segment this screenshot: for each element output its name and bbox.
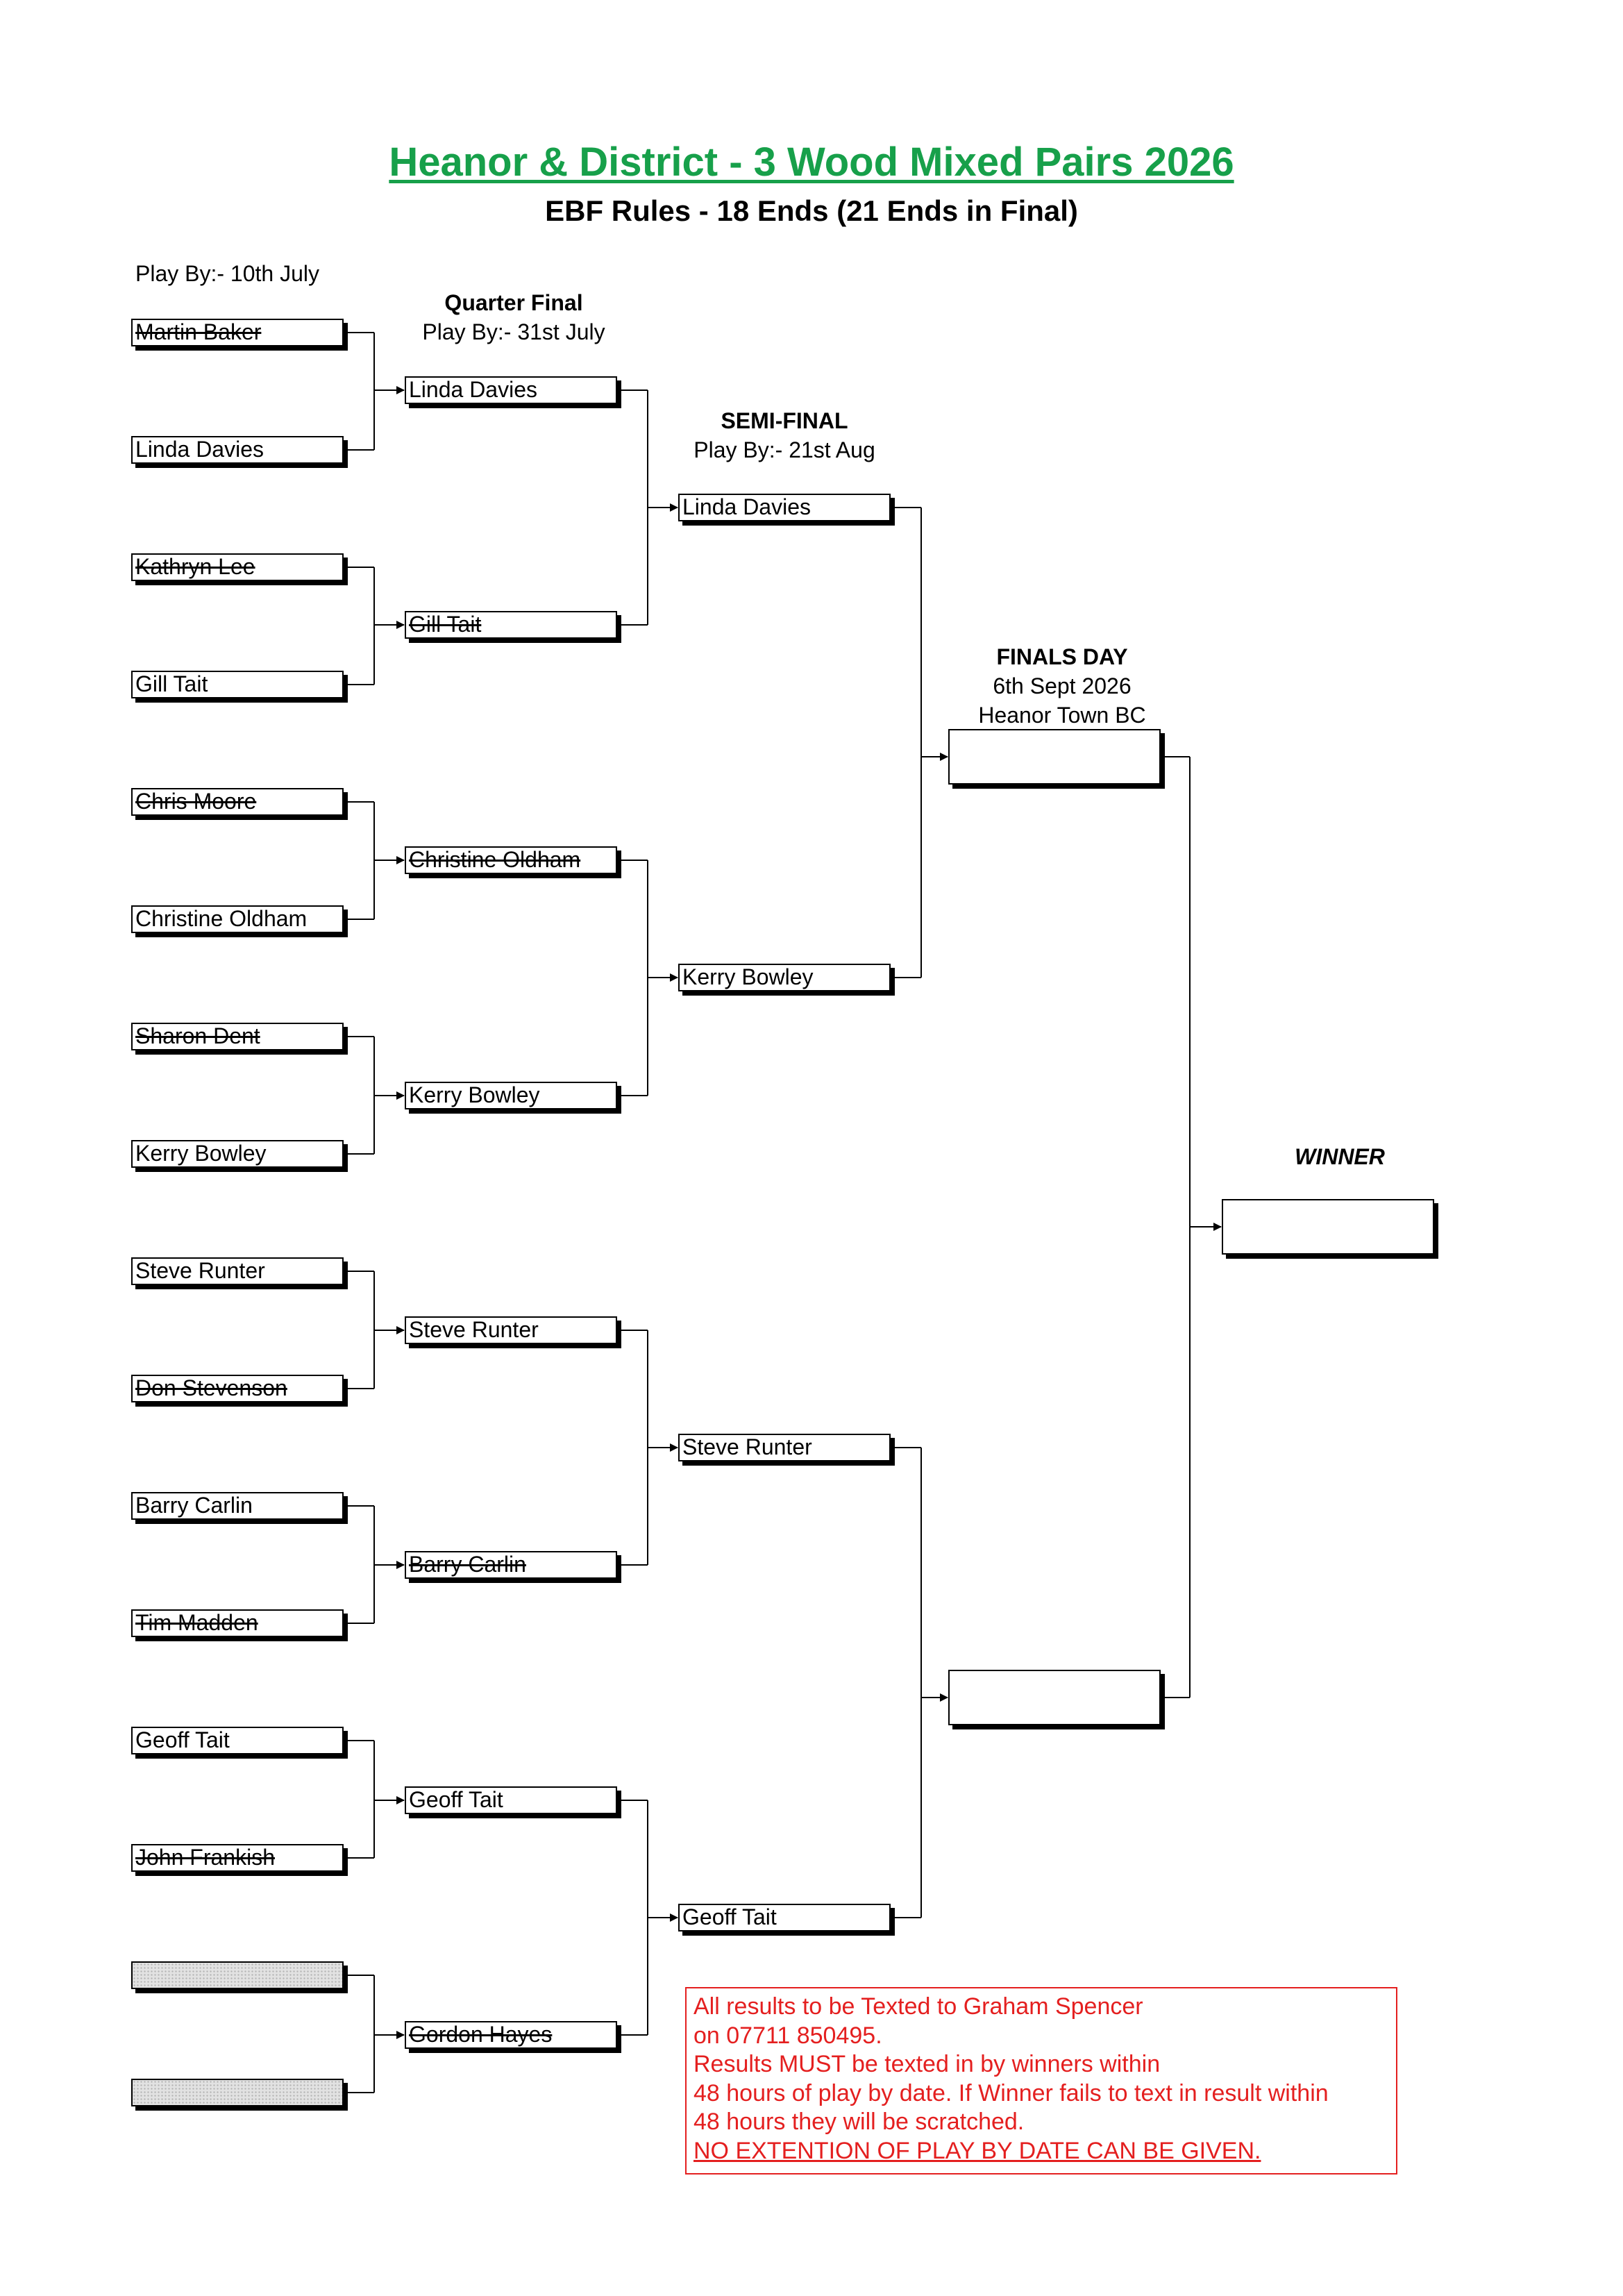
quarter-final-player: Gill Tait (405, 611, 617, 639)
bracket-connector (348, 1271, 375, 1389)
bracket-connector (348, 1740, 375, 1859)
semi-final-player: Geoff Tait (678, 1904, 891, 1932)
bracket-connector (895, 507, 922, 978)
semi-final-player: Kerry Bowley (678, 964, 891, 991)
bracket-connector (621, 1330, 648, 1566)
round1-player: Geoff Tait (131, 1727, 344, 1754)
finalist-slot (948, 1670, 1161, 1725)
round1-player: Linda Davies (131, 436, 344, 464)
round1-player: Tim Madden (131, 1609, 344, 1637)
quarter-final-player: Christine Oldham (405, 846, 617, 874)
round1-player: Steve Runter (131, 1257, 344, 1285)
round1-player: Sharon Dent (131, 1023, 344, 1050)
winner-slot (1222, 1199, 1434, 1255)
bracket-connector (348, 332, 375, 451)
bye-slot (131, 2079, 344, 2106)
finals-day-date: 6th Sept 2026 (993, 673, 1132, 698)
bracket-connector (621, 389, 648, 626)
page-subtitle: EBF Rules - 18 Ends (21 Ends in Final) (545, 194, 1078, 227)
round1-player: Don Stevenson (131, 1375, 344, 1402)
finalist-slot (948, 729, 1161, 785)
results-notice: All results to be Texted to Graham Spenc… (685, 1987, 1397, 2175)
round1-player: Barry Carlin (131, 1492, 344, 1520)
round1-player: Kathryn Lee (131, 553, 344, 581)
semi-final-heading: SEMI-FINAL (721, 408, 848, 433)
quarter-final-player: Geoff Tait (405, 1786, 617, 1814)
round1-play-by: Play By:- 10th July (135, 261, 319, 286)
bye-slot (131, 1961, 344, 1989)
bracket-connector (348, 1975, 375, 2093)
bracket-connector (621, 860, 648, 1096)
bracket-connector (348, 1036, 375, 1155)
round1-player: John Frankish (131, 1844, 344, 1872)
notice-line: 48 hours they will be scratched. (693, 2109, 1025, 2135)
round1-player: Christine Oldham (131, 905, 344, 933)
notice-line: All results to be Texted to Graham Spenc… (693, 1993, 1143, 2020)
quarter-final-player: Gordon Hayes (405, 2021, 617, 2049)
round1-player: Chris Moore (131, 788, 344, 816)
notice-line: on 07711 850495. (693, 2022, 882, 2049)
bracket-connector (348, 801, 375, 920)
round1-player: Kerry Bowley (131, 1140, 344, 1168)
quarter-final-heading: Quarter Final (444, 290, 583, 315)
bracket-connector (1165, 756, 1191, 1698)
bracket-connector (348, 567, 375, 685)
winner-heading: WINNER (1295, 1144, 1385, 1169)
round1-player: Martin Baker (131, 319, 344, 346)
quarter-final-player: Steve Runter (405, 1316, 617, 1344)
quarter-final-player: Linda Davies (405, 376, 617, 404)
round1-player: Gill Tait (131, 671, 344, 698)
bracket-connector (895, 1447, 922, 1918)
finals-day-venue: Heanor Town BC (978, 703, 1146, 728)
notice-line: Results MUST be texted in by winners wit… (693, 2051, 1161, 2077)
notice-final-line: NO EXTENTION OF PLAY BY DATE CAN BE GIVE… (693, 2137, 1261, 2164)
semi-final-play-by: Play By:- 21st Aug (693, 437, 875, 462)
page-title: Heanor & District - 3 Wood Mixed Pairs 2… (389, 140, 1234, 185)
quarter-final-player: Kerry Bowley (405, 1082, 617, 1109)
notice-line: 48 hours of play by date. If Winner fail… (693, 2079, 1329, 2106)
quarter-final-play-by: Play By:- 31st July (422, 319, 605, 344)
bracket-connector (348, 1505, 375, 1624)
finals-day-heading: FINALS DAY (996, 644, 1128, 669)
quarter-final-player: Barry Carlin (405, 1551, 617, 1579)
semi-final-player: Steve Runter (678, 1434, 891, 1461)
bracket-connector (621, 1800, 648, 2036)
semi-final-player: Linda Davies (678, 494, 891, 521)
